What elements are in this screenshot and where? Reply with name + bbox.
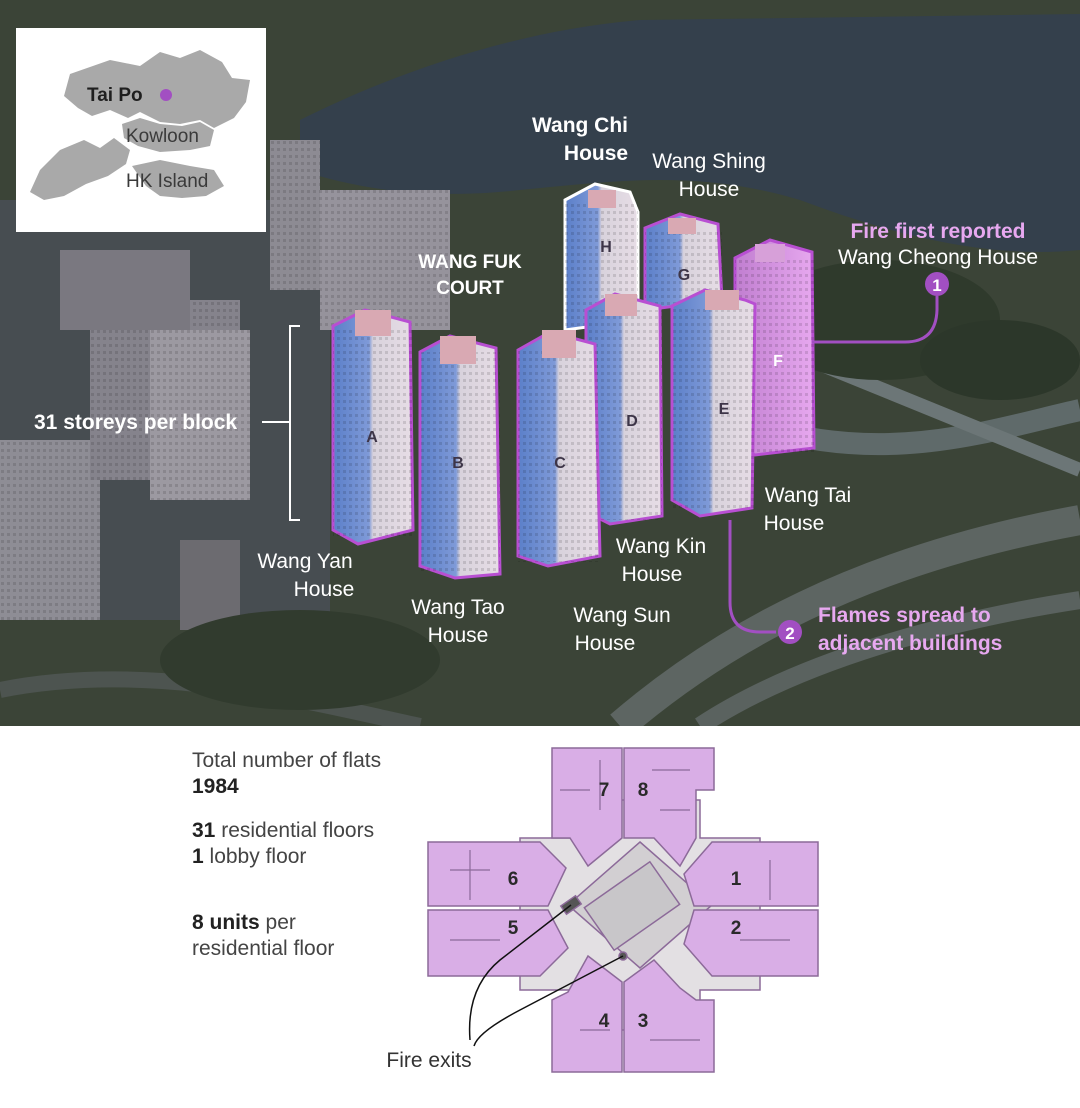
annotation-flames-spread: Flames spread to (818, 604, 991, 627)
lobby-floor-number: 1 (192, 845, 204, 868)
road (695, 591, 1080, 726)
unit-4 (551, 954, 623, 1073)
flats-label: Total number of flats (192, 749, 382, 772)
trees (920, 320, 1080, 400)
core-stairs (583, 860, 681, 952)
harbour-water (300, 14, 1080, 252)
unit-number: 3 (638, 1011, 649, 1032)
left-tower (60, 250, 190, 330)
estate-name: WANG FUK (418, 252, 522, 273)
lobby-floor: 1 lobby floor (192, 844, 374, 870)
building-letter: E (719, 401, 730, 418)
building-a[interactable] (331, 308, 415, 546)
unit-7 (551, 747, 623, 868)
annotation-number: 1 (932, 276, 941, 295)
house-name-label: House (622, 563, 683, 586)
unit-number: 2 (731, 918, 742, 939)
estate-name: COURT (436, 278, 504, 299)
floors-info: 31 residential floors 1 lobby floor (192, 818, 374, 870)
house-name-label: Wang Yan (257, 550, 352, 573)
fire-exit-leader (468, 904, 572, 1041)
fire-exit-leader (473, 955, 624, 1047)
unit-2 (683, 909, 819, 977)
unit-3 (623, 959, 715, 1073)
unit-number: 1 (731, 869, 742, 890)
storey-bracket (262, 325, 300, 521)
units-text: per (265, 911, 296, 934)
building-letter: C (554, 455, 566, 472)
house-name-label: Wang Tao (411, 596, 504, 619)
hk-map-shape (30, 138, 130, 200)
units-line-2: residential floor (192, 937, 335, 960)
tai-po-label: Tai Po (87, 85, 143, 106)
house-name-label: House (428, 624, 489, 647)
flats-value: 1984 (192, 775, 239, 798)
trees (160, 610, 440, 710)
annotation-leader-1 (812, 296, 939, 344)
house-name-label: House (575, 632, 636, 655)
aerial-view: A B C D E F G H WANG FUK COURT 31 storey… (0, 0, 1080, 726)
house-name-label: Wang Chi (532, 114, 628, 137)
annotation-flames-spread: adjacent buildings (818, 632, 1002, 655)
building-letter: D (626, 413, 638, 430)
unit-number: 4 (599, 1011, 610, 1032)
building-letter: B (452, 455, 464, 472)
building-letter: H (600, 239, 612, 256)
building-letter: F (773, 353, 783, 370)
building-b[interactable] (418, 334, 502, 580)
stats-panel: Total number of flats 1984 (192, 748, 381, 800)
tai-po-marker (160, 89, 172, 101)
floor-plan: 7 8 6 5 1 2 4 3 Fire exits (386, 747, 819, 1073)
annotation-marker-1 (925, 272, 949, 296)
unit-8 (623, 747, 715, 868)
residential-floors: 31 residential floors (192, 818, 374, 844)
hk-map-shape (132, 160, 224, 198)
residential-floors-text: residential floors (221, 819, 375, 842)
house-name-label: House (294, 578, 355, 601)
units-bold: 8 units (192, 911, 260, 934)
unit-number: 6 (508, 869, 519, 890)
annotation-number: 2 (785, 624, 794, 643)
house-name-label: Wang Tai (765, 484, 851, 507)
house-name-label: House (679, 178, 740, 201)
lobby-floor-text: lobby floor (209, 845, 307, 868)
low-building (180, 540, 240, 630)
house-name-label: Wang Cheong House (838, 246, 1038, 269)
unit-number: 8 (638, 780, 649, 801)
kowloon-label: Kowloon (126, 126, 199, 147)
building-letter: A (366, 429, 378, 446)
unit-1 (683, 841, 819, 907)
hk-island-label: HK Island (126, 171, 208, 192)
storeys-label: 31 storeys per block (34, 411, 237, 434)
house-name-label: Wang Shing (652, 150, 766, 173)
unit-5 (427, 909, 569, 977)
unit-6 (427, 841, 567, 907)
annotation-leader-2 (728, 520, 776, 634)
hk-map-shape (64, 50, 250, 128)
road (610, 505, 1080, 726)
floor-plan-drawing (427, 747, 819, 1073)
house-name-label: Wang Sun (573, 604, 670, 627)
annotation-marker-2 (778, 620, 802, 644)
house-name-label: Wang Kin (616, 535, 706, 558)
residential-floors-number: 31 (192, 819, 216, 842)
units-info: 8 units per residential floor (192, 910, 334, 962)
building-e[interactable] (670, 288, 757, 518)
unit-number: 7 (599, 780, 610, 801)
unit-number: 5 (508, 918, 519, 939)
house-name-label: House (764, 512, 825, 535)
hk-map-shape (122, 118, 214, 152)
annotation-fire-reported: Fire first reported (850, 220, 1025, 243)
units-line: 8 units per (192, 910, 334, 936)
building-letter: G (678, 267, 690, 284)
house-name-label: House (564, 142, 628, 165)
inset-map: Tai Po Kowloon HK Island (16, 28, 266, 232)
fire-exits-label: Fire exits (386, 1049, 471, 1072)
building-c[interactable] (516, 330, 602, 568)
